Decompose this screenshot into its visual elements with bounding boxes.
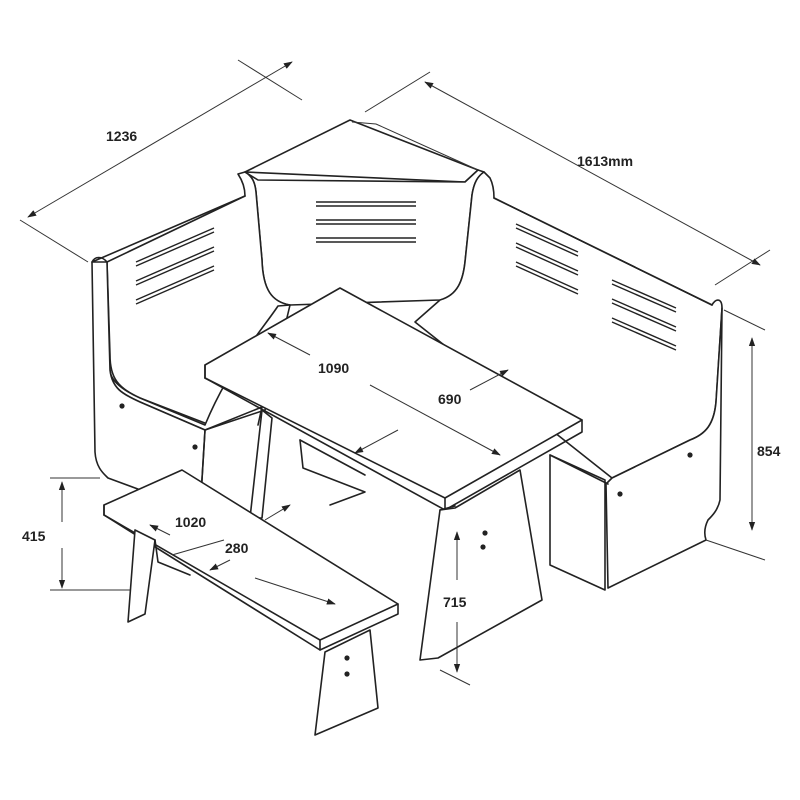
table [204, 287, 583, 661]
right-bench-side [605, 307, 723, 589]
dimension-labels: 1236 1613mm 854 1090 690 715 1020 280 41… [22, 128, 781, 610]
corner-backrest-slots [316, 201, 416, 243]
dim-label-stool-length: 1020 [175, 514, 206, 530]
dim-label-bench-left-length: 1236 [106, 128, 137, 144]
corner-top-board [244, 119, 479, 183]
table-back-leg [249, 409, 273, 519]
dim-label-table-length: 1090 [318, 360, 349, 376]
dim-label-table-width: 690 [438, 391, 462, 407]
dim-label-bench-height: 854 [757, 443, 781, 459]
dimension-lines [19, 59, 771, 686]
dim-label-stool-width: 280 [225, 540, 249, 556]
dim-label-bench-right-length: 1613mm [577, 153, 633, 169]
dim-label-stool-height: 415 [22, 528, 46, 544]
right-bench-front [549, 454, 606, 591]
dim-label-table-height: 715 [443, 594, 467, 610]
stool-front-leg [314, 629, 379, 736]
left-backrest-slots [135, 227, 215, 305]
stool-left-leg [127, 529, 156, 623]
table-front-leg [419, 469, 543, 661]
stool-bench [103, 469, 399, 736]
